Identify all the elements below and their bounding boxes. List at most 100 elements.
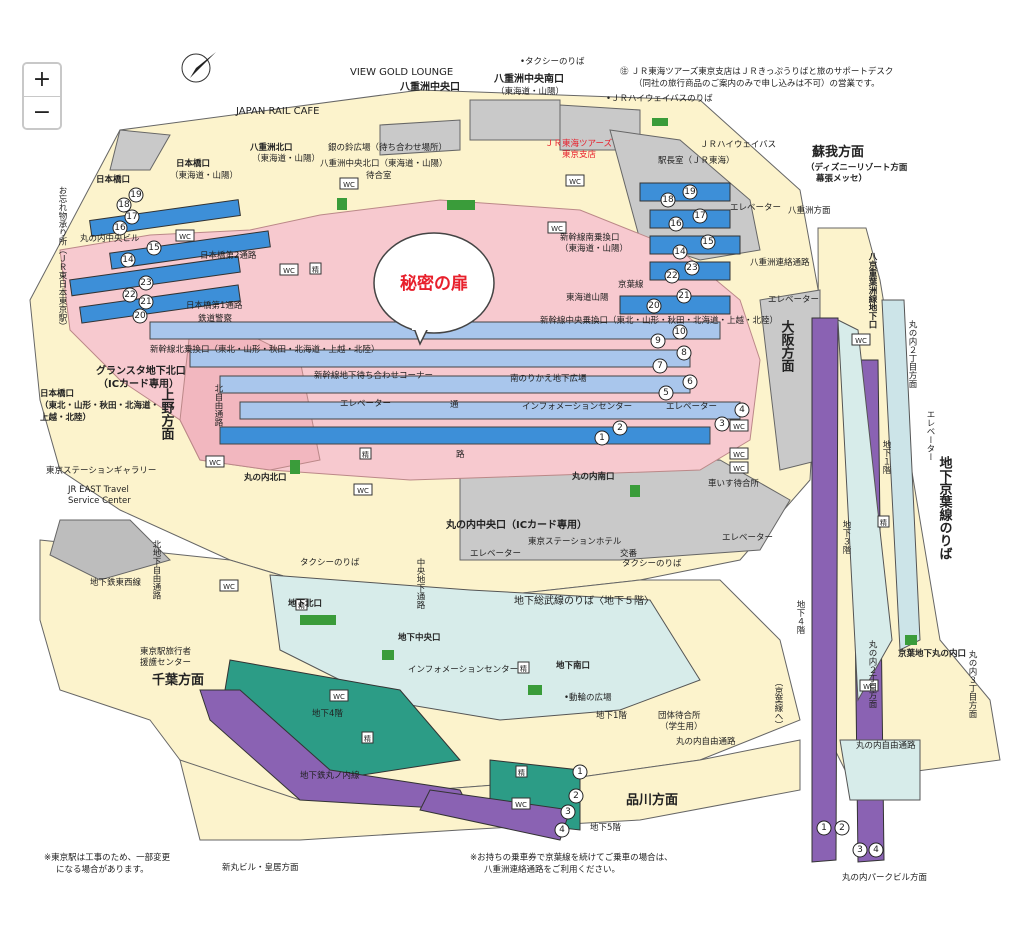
platform-number-17: 17: [124, 209, 140, 225]
label-chika-5: 地下5階: [590, 822, 621, 833]
svg-text:2: 2: [617, 423, 623, 433]
wc-icon: WC: [859, 679, 879, 692]
svg-text:9: 9: [655, 336, 661, 346]
fare-adjustment-markers: 精 精 精 精 精 精 精: [295, 262, 890, 778]
fare-adjust-icon: 精: [359, 447, 372, 460]
platform-number-16r: 16: [668, 216, 684, 232]
svg-text:21: 21: [678, 291, 689, 301]
label-koban: 交番: [620, 548, 638, 559]
label-marunouchi-2-right: 丸の内２丁目方面: [867, 639, 877, 709]
label-makuhari: 幕張メッセ）: [815, 173, 867, 184]
label-ekichoshitsu: 駅長室（ＪＲ東海）: [658, 155, 735, 166]
platform-number-8: 8: [676, 345, 692, 361]
label-machiaishitsu: 待合室: [366, 170, 392, 181]
label-shinkansen-machiai: 新幹線地下待ち合わせコーナー: [314, 370, 433, 381]
label-chika-kita: 地下北口: [288, 598, 322, 609]
label-nihonbashi-tokaido: （東海道・山陽）: [170, 170, 238, 181]
fare-adjust-icon: 精: [295, 598, 308, 611]
svg-text:23: 23: [686, 263, 697, 273]
svg-text:23: 23: [140, 278, 151, 288]
label-info-center: インフォメーションセンター: [522, 402, 632, 412]
svg-text:4: 4: [739, 405, 745, 415]
secret-door-marker[interactable]: 秘密の扉: [373, 232, 495, 346]
svg-text:5: 5: [663, 388, 669, 398]
label-tokyo-station-hotel: 東京ステーションホテル: [528, 536, 622, 547]
label-nihonbashi-2: 日本橋第2通路: [200, 250, 257, 261]
platform-number-22r: 22: [664, 268, 680, 284]
platform-number-16: 16: [112, 220, 128, 236]
zoom-in-button[interactable]: +: [24, 64, 60, 96]
keiyo-platform-number-1: 1: [816, 820, 832, 836]
fare-adjust-icon: 精: [309, 262, 322, 275]
svg-text:WC: WC: [223, 583, 235, 591]
zoom-control: + −: [22, 62, 62, 130]
fare-adjust-icon: 精: [361, 731, 374, 744]
platform-number-20r: 20: [646, 298, 662, 314]
platform-4: [239, 401, 741, 420]
label-gallery: 東京ステーションギャラリー: [46, 465, 156, 476]
wc-icon: WC: [511, 797, 531, 810]
wc-icon: WC: [329, 689, 349, 702]
label-nihonbashi-bottom-3: 上越・北陸）: [40, 412, 91, 423]
svg-text:18: 18: [662, 195, 674, 205]
label-disney: （ディズニーリゾート方面: [806, 162, 908, 173]
svg-text:精: 精: [520, 664, 527, 673]
zoom-out-button[interactable]: −: [24, 96, 60, 128]
svg-text:3: 3: [719, 419, 725, 429]
svg-text:16: 16: [114, 223, 126, 233]
platform-number-20: 20: [132, 308, 148, 324]
label-nihonbashi-bottom-1: 日本橋口: [40, 388, 74, 399]
svg-text:2: 2: [839, 823, 845, 833]
keiyo-lower-area: [839, 739, 921, 801]
svg-text:6: 6: [687, 377, 693, 387]
wc-icon: WC: [175, 229, 195, 242]
sobu-platform-number-4: 4: [554, 822, 570, 838]
wc-icon: WC: [219, 579, 239, 592]
platform-number-19: 19: [128, 187, 144, 203]
svg-text:WC: WC: [283, 267, 295, 275]
label-shinkansen-chuo: 新幹線中央乗換口（東北・山形・秋田・北海道・上越・北陸）: [540, 315, 778, 326]
label-yaesu-renraku: 八重洲連絡通路: [750, 257, 810, 268]
note-jr-tokai-1: ㊟ ＪＲ東海ツアーズ東京支店はＪＲきっぷうりばと旅のサポートデスク: [620, 66, 893, 77]
label-kita-jiyu: 北自由通路: [213, 384, 223, 427]
svg-text:14: 14: [122, 255, 134, 265]
svg-text:1: 1: [821, 823, 827, 833]
svg-text:1: 1: [599, 433, 605, 443]
label-marunouchi-chuo-bldg: 丸の内中央ビル: [80, 233, 140, 244]
svg-text:WC: WC: [357, 487, 369, 495]
svg-text:WC: WC: [551, 225, 563, 233]
label-marunouchi-kita: 丸の内北口: [243, 472, 287, 483]
platform-number-14r: 14: [672, 244, 688, 260]
sobu-concourse: [269, 574, 701, 721]
label-yaesu-kita-tokaido: （東海道・山陽）: [252, 153, 320, 164]
svg-text:20: 20: [648, 301, 660, 311]
platform-number-23r: 23: [684, 260, 700, 276]
label-taxi-3: タクシーのりば: [622, 559, 682, 569]
platform-2: [219, 426, 711, 445]
platform-number-5: 5: [658, 385, 674, 401]
svg-text:精: 精: [298, 601, 305, 610]
keiyo-platform-number-2: 2: [834, 820, 850, 836]
label-chika-1-right: 地下１階: [881, 439, 891, 475]
svg-text:8: 8: [681, 348, 687, 358]
platform-8: [189, 349, 691, 368]
wc-icon: WC: [729, 447, 749, 460]
label-shinkansen-kita: 新幹線北乗換口（東北・山形・秋田・北海道・上越・北陸）: [150, 344, 380, 355]
wc-icon: WC: [565, 174, 585, 187]
wc-icon: WC: [547, 221, 567, 234]
svg-text:22: 22: [666, 271, 677, 281]
svg-text:14: 14: [674, 247, 686, 257]
svg-text:20: 20: [134, 311, 146, 321]
keiyo-platform-1-2: [811, 317, 839, 863]
wc-icon: WC: [339, 177, 359, 190]
label-elevator-right-2: エレベーター: [768, 295, 819, 305]
svg-text:精: 精: [362, 450, 369, 459]
label-elevator-chuo: エレベーター: [470, 549, 521, 559]
keiyo-concourse: [837, 319, 893, 702]
sobu-platform-number-2: 2: [568, 788, 584, 804]
svg-text:15: 15: [702, 237, 713, 247]
svg-text:16: 16: [670, 219, 682, 229]
label-chiba: 千葉方面: [152, 672, 204, 688]
